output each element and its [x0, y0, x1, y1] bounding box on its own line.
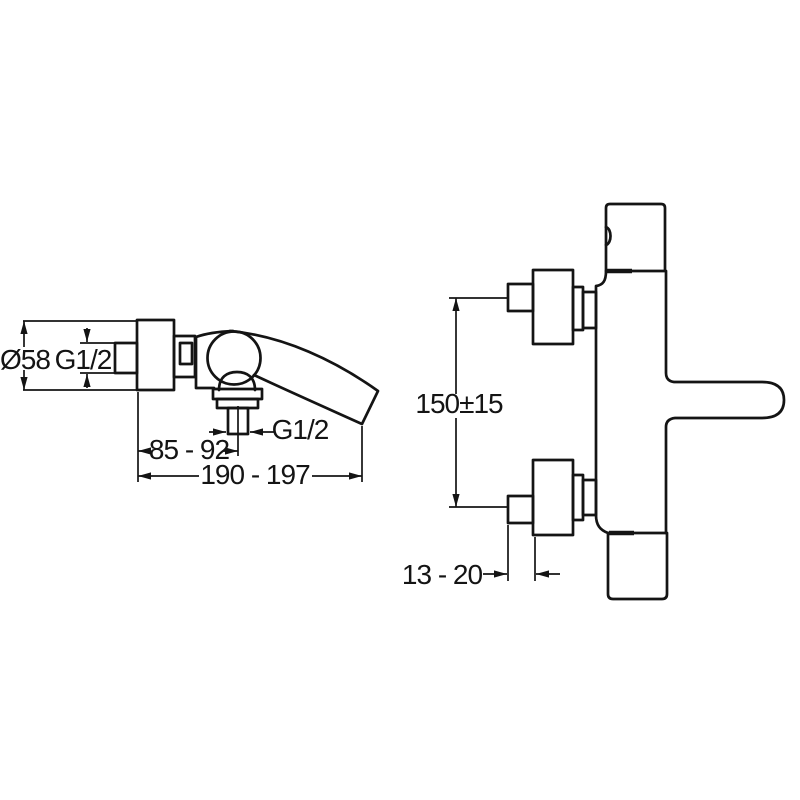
upper-handle-adapter-outer [571, 285, 585, 332]
cartridge-square [178, 341, 194, 366]
upper-handle-adapter-inner [581, 290, 598, 330]
label-bg [199, 466, 312, 486]
dim-label-outlet-thread: G1/2 [272, 414, 329, 445]
upper-handle-cap [506, 282, 535, 313]
dim-label-handle-spacing: 150±15 [415, 388, 503, 419]
lower-handle-cap [506, 494, 535, 525]
curved-spout [228, 329, 380, 426]
bottom-connection-block [606, 531, 669, 601]
body-right-edge-and-spout [664, 269, 786, 535]
dim-label-outlet-offset: 85 - 92 [149, 434, 230, 465]
side-view [113, 318, 380, 436]
dim-label-inlet-thread: G1/2 [55, 344, 112, 375]
front-view-dimensions: 150±15 13 - 20 [402, 297, 560, 590]
label-bg [419, 394, 500, 418]
top-block-notch [604, 225, 612, 247]
label-bg [3, 347, 48, 370]
dim-label-spout-reach: 190 - 197 [200, 459, 310, 490]
lower-handle-adapter-outer [571, 473, 585, 522]
side-view-dimensions: Ø58 G1/2 85 - 92 190 - 197 G1/2 [0, 320, 363, 490]
upper-handle-knob [531, 268, 575, 346]
lower-handle-knob [531, 458, 575, 537]
wall-flange [135, 318, 176, 392]
dim-label-diameter: Ø58 [0, 344, 50, 375]
body-left-edge [594, 269, 610, 535]
inlet-pipe [113, 341, 139, 375]
lower-handle-adapter-inner [581, 478, 598, 517]
front-view [506, 202, 786, 601]
body-boss-circle [206, 330, 262, 386]
top-connection-block [604, 202, 667, 273]
dim-label-handle-depth: 13 - 20 [402, 559, 483, 590]
outlet-dome [217, 370, 257, 392]
label-bg [151, 442, 223, 461]
